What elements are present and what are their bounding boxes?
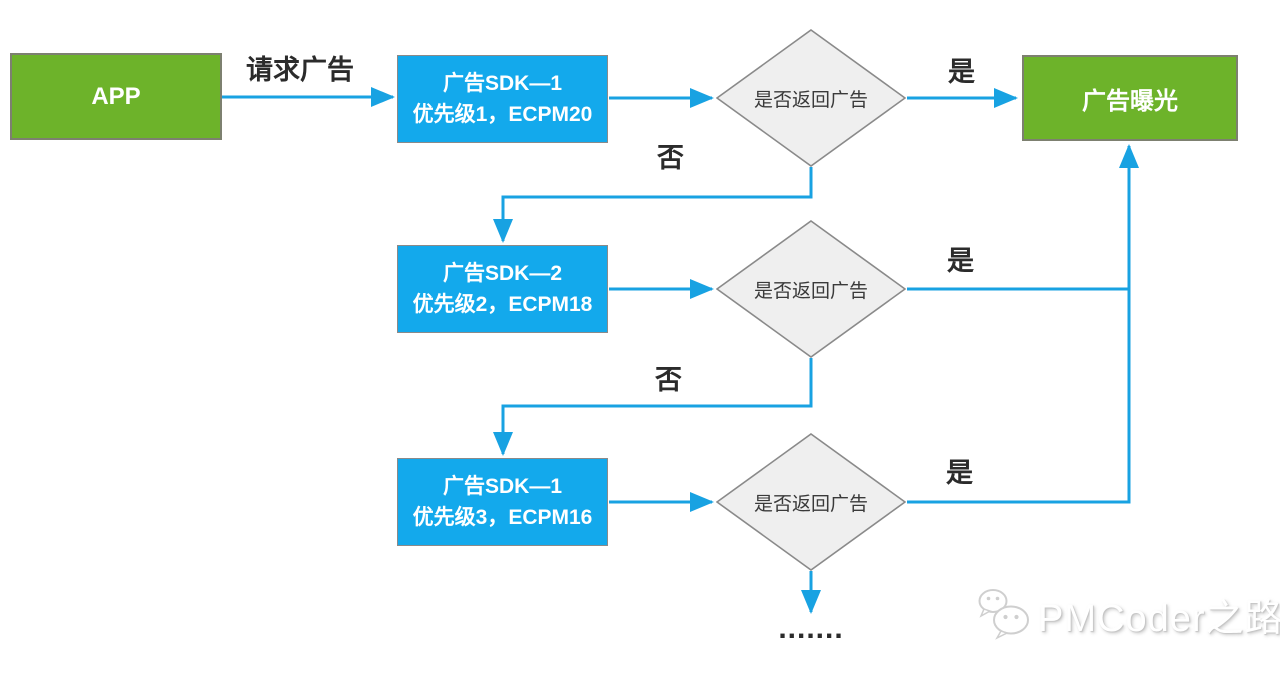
sdk3-node: 广告SDK—1 优先级3，ECPM16 <box>397 458 608 546</box>
sdk1-subtitle: 优先级1，ECPM20 <box>412 103 593 126</box>
edge-label-yes-3: 是 <box>946 458 973 488</box>
edge-label-no-1: 否 <box>657 143 684 173</box>
sdk2-subtitle: 优先级2，ECPM18 <box>412 293 593 316</box>
edge-decision1-no-to-sdk2 <box>493 167 813 243</box>
sdk3-subtitle: 优先级3，ECPM16 <box>412 506 593 529</box>
continuation-dots: ....... <box>778 612 844 645</box>
sdk2-node: 广告SDK—2 优先级2，ECPM18 <box>397 245 608 333</box>
sdk3-title: 广告SDK—1 <box>442 475 563 498</box>
decision2-diamond: 是否返回广告 <box>716 220 906 358</box>
edge-label-yes-2: 是 <box>947 246 974 276</box>
wechat-icon <box>978 589 1029 640</box>
edge-label-no-2: 否 <box>655 365 682 395</box>
watermark: PMCoder之路 <box>976 586 1280 642</box>
watermark-text: PMCoder之路 <box>1038 597 1280 640</box>
decision2-label: 是否返回广告 <box>753 280 868 302</box>
sdk2-title: 广告SDK—2 <box>442 262 563 285</box>
decision3-label: 是否返回广告 <box>753 493 868 515</box>
diamond-shape <box>716 220 906 358</box>
app-node-label: APP <box>91 82 141 110</box>
decision1-diamond: 是否返回广告 <box>716 29 906 167</box>
exposure-node-label: 广告曝光 <box>1082 87 1178 115</box>
sdk1-title: 广告SDK—1 <box>442 72 563 95</box>
app-node: APP <box>10 53 222 140</box>
edge-decision2-no-to-sdk3 <box>493 358 813 456</box>
diamond-shape <box>716 433 906 571</box>
edge-label-yes-1: 是 <box>948 57 975 87</box>
edge-label-request: 请求广告 <box>246 55 354 85</box>
diamond-shape <box>716 29 906 167</box>
exposure-node: 广告曝光 <box>1022 55 1238 141</box>
edge-decision3-yes-to-exposure <box>907 144 1139 504</box>
decision3-diamond: 是否返回广告 <box>716 433 906 571</box>
decision1-label: 是否返回广告 <box>753 89 868 111</box>
sdk1-node: 广告SDK—1 优先级1，ECPM20 <box>397 55 608 143</box>
